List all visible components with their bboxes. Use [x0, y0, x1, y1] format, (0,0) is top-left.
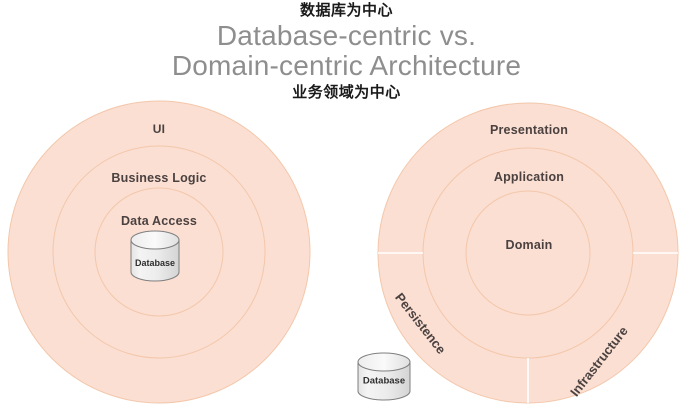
page-title: Database-centric vs. Domain-centric Arch…: [0, 21, 693, 81]
right-architecture-circles: [377, 102, 679, 404]
label-presentation: Presentation: [489, 123, 569, 137]
label-data-access: Data Access: [120, 214, 198, 228]
bottom-database-cylinder[interactable]: [357, 352, 411, 401]
label-domain: Domain: [505, 238, 553, 252]
page-title-line-1: Database-centric vs.: [216, 20, 477, 51]
label-application: Application: [493, 170, 565, 184]
label-business-logic: Business Logic: [111, 171, 207, 185]
page-title-line-2: Domain-centric Architecture: [171, 50, 522, 81]
title-block: 数据库为中心 Database-centric vs. Domain-centr…: [0, 0, 693, 101]
annotation-database-centric: 数据库为中心: [299, 1, 393, 19]
annotation-domain-centric: 业务领域为中心: [292, 83, 401, 101]
label-ui: UI: [152, 122, 166, 136]
ring-domain[interactable]: [465, 190, 591, 316]
left-database-cylinder[interactable]: [130, 230, 180, 282]
